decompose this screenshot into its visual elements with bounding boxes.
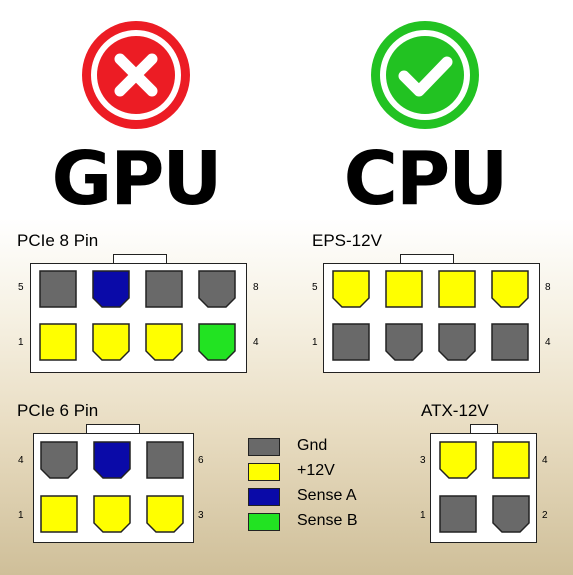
pcie6-top-pin-3: [146, 441, 184, 479]
pcie6-latch: [86, 424, 140, 434]
pcie8-pin-1: 1: [18, 337, 24, 348]
gpu-label: GPU: [51, 136, 222, 222]
legend-label-12v: +12V: [297, 462, 335, 479]
atx12-bottom-pin-2: [492, 495, 530, 533]
atx12-top-pin-1: [439, 441, 477, 479]
pcie8-bottom-pin-1: [39, 323, 77, 361]
atx12-latch: [470, 424, 498, 434]
pcie6-pin-6: 6: [198, 455, 204, 466]
eps12-bottom-pin-4: [491, 323, 529, 361]
pcie8-top-pin-4: [198, 270, 236, 308]
legend-label-sense-a: Sense A: [297, 487, 357, 504]
atx12-pin-4: 4: [542, 455, 548, 466]
eps12-top-pin-3: [438, 270, 476, 308]
legend-swatch-sense-a: [248, 488, 280, 506]
pcie8-pin-5: 5: [18, 282, 24, 293]
atx12-title: ATX-12V: [421, 401, 489, 420]
atx12-top-pin-2: [492, 441, 530, 479]
atx12-pin-2: 2: [542, 510, 548, 521]
pcie6-bottom-pin-1: [40, 495, 78, 533]
eps12-top-pin-2: [385, 270, 423, 308]
pcie8-title: PCIe 8 Pin: [17, 231, 99, 250]
eps12-pin-1: 1: [312, 337, 318, 348]
pcie8-top-pin-2: [92, 270, 130, 308]
eps12-bottom-pin-1: [332, 323, 370, 361]
cpu-label: CPU: [343, 136, 509, 222]
pcie8-latch: [113, 254, 167, 264]
eps12-top-pin-1: [332, 270, 370, 308]
pcie6-title: PCIe 6 Pin: [17, 401, 99, 420]
legend-label-gnd: Gnd: [297, 437, 328, 454]
atx12-bottom-pin-1: [439, 495, 477, 533]
pcie6-top-pin-1: [40, 441, 78, 479]
pcie6-top-pin-2: [93, 441, 131, 479]
pcie8-top-pin-3: [145, 270, 183, 308]
pcie8-top-pin-1: [39, 270, 77, 308]
legend-swatch-12v: [248, 463, 280, 481]
pcie6-pin-3: 3: [198, 510, 204, 521]
eps12-pin-4: 4: [545, 337, 551, 348]
cpu-check-icon: [371, 21, 479, 129]
atx12-pin-1: 1: [420, 510, 426, 521]
eps12-title: EPS-12V: [312, 231, 382, 250]
legend-swatch-sense-b: [248, 513, 280, 531]
eps12-bottom-pin-2: [385, 323, 423, 361]
atx12-pin-3: 3: [420, 455, 426, 466]
pcie6-bottom-pin-2: [93, 495, 131, 533]
legend-swatch-gnd: [248, 438, 280, 456]
eps12-pin-8: 8: [545, 282, 551, 293]
pcie8-bottom-pin-4: [198, 323, 236, 361]
pcie8-pin-8: 8: [253, 282, 259, 293]
eps12-bottom-pin-3: [438, 323, 476, 361]
gpu-cross-icon: [82, 21, 190, 129]
pcie8-bottom-pin-3: [145, 323, 183, 361]
eps12-pin-5: 5: [312, 282, 318, 293]
eps12-top-pin-4: [491, 270, 529, 308]
eps12-latch: [400, 254, 454, 264]
pcie6-pin-4: 4: [18, 455, 24, 466]
pcie6-pin-1: 1: [18, 510, 24, 521]
pcie8-pin-4: 4: [253, 337, 259, 348]
pcie6-bottom-pin-3: [146, 495, 184, 533]
pcie8-bottom-pin-2: [92, 323, 130, 361]
legend-label-sense-b: Sense B: [297, 512, 358, 529]
